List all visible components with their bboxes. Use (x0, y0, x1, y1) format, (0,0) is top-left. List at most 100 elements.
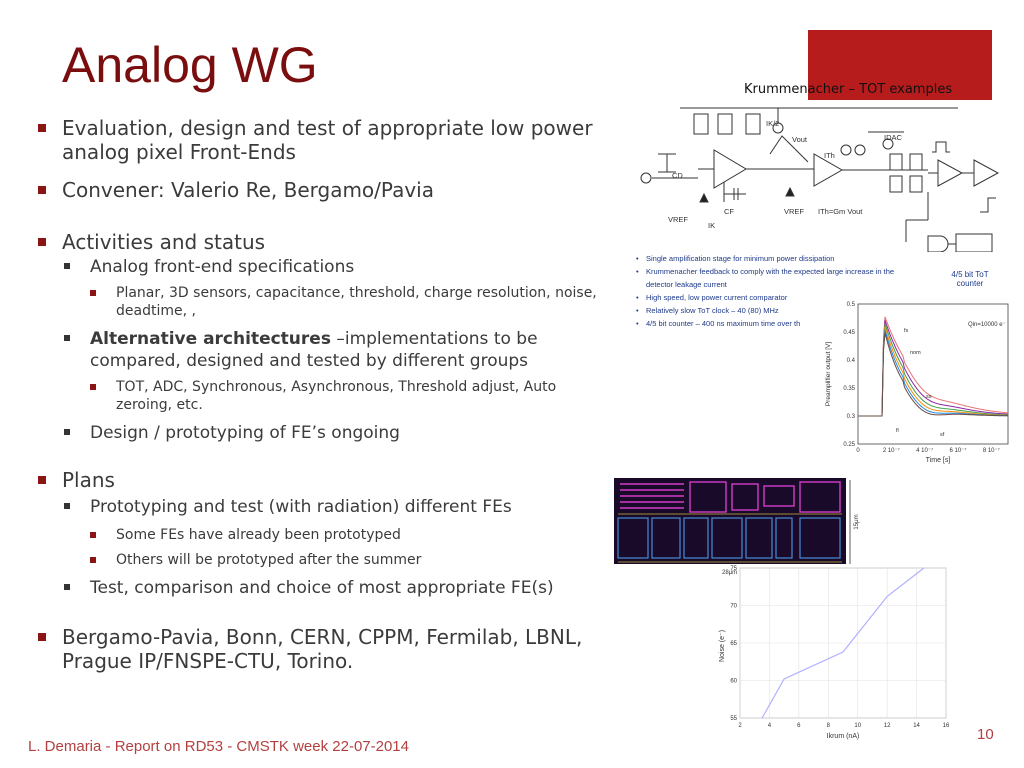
bullet-text: Planar, 3D sensors, capacitance, thresho… (116, 285, 597, 319)
krummenacher-schematic: IK/2 Vout IDAC ITh CD CF VREF VREF IK IT… (640, 107, 1000, 252)
y-tick-label: 0.25 (843, 442, 855, 448)
bullet-text: Evaluation, design and test of appropria… (62, 116, 593, 164)
accent-block (808, 30, 992, 100)
y-tick-label: 70 (730, 604, 737, 610)
bullet-marker (64, 584, 70, 590)
label-cf: CF (724, 207, 734, 216)
subbullet-design: Design / prototyping of FE’s ongoing (64, 422, 598, 444)
bullet-text: Plans (62, 468, 115, 492)
y-ticks: 0.25 0.3 0.35 0.4 0.45 0.5 (843, 302, 855, 448)
pulse-curve (858, 332, 1008, 417)
bullet-bold-text: Alternative architectures (90, 329, 331, 349)
bullet-list: Evaluation, design and test of appropria… (38, 116, 598, 673)
y-tick-label: 60 (730, 679, 737, 685)
bullet-marker (90, 557, 96, 563)
bullet-plans: Plans (38, 468, 598, 492)
x-axis-label: Ikrum (nA) (827, 733, 860, 740)
bullet-text: Activities and status (62, 230, 266, 254)
bullet-convener: Convener: Valerio Re, Bergamo/Pavia (38, 178, 598, 202)
curve-label-fs: fs (904, 328, 909, 334)
x-tick-label: 4 (768, 723, 772, 729)
subsubbullet-tot: TOT, ADC, Synchronous, Asynchronous, Thr… (90, 378, 598, 414)
y-axis-label: Noise (e⁻) (719, 630, 726, 662)
note-item: 4/5 bit counter – 400 ns maximum time ov… (636, 317, 916, 330)
bullet-activities: Activities and status (38, 230, 598, 254)
x-tick-label: 2 (738, 723, 742, 729)
fe-layout-image: 15μm (614, 478, 860, 564)
label-ith: ITh (824, 151, 835, 160)
bullet-text: Convener: Valerio Re, Bergamo/Pavia (62, 178, 434, 202)
note-item: Krummenacher feedback to comply with the… (636, 265, 916, 291)
bullet-text: Design / prototyping of FE’s ongoing (90, 423, 400, 443)
label-ik: IK (708, 221, 715, 230)
layout-background (614, 478, 846, 564)
label-ith-gm: ITh=Gm Vout (818, 207, 863, 216)
bullet-evaluation: Evaluation, design and test of appropria… (38, 116, 598, 164)
bullet-marker (38, 186, 46, 194)
curve-label-nom: nom (910, 350, 921, 356)
y-tick-label: 0.4 (847, 358, 856, 364)
y-tick-label: 0.35 (843, 386, 855, 392)
bullet-text: Others will be prototyped after the summ… (116, 552, 422, 568)
page-number: 10 (977, 726, 994, 743)
dimension-horizontal: 28μm (722, 570, 738, 576)
x-tick-label: 6 (797, 723, 801, 729)
note-item: Relatively slow ToT clock – 40 (80) MHz (636, 304, 916, 317)
subbullet-test: Test, comparison and choice of most appr… (64, 577, 598, 599)
bullet-text: TOT, ADC, Synchronous, Asynchronous, Thr… (116, 379, 557, 413)
bullet-marker (64, 263, 70, 269)
x-tick-label: 10 (854, 723, 861, 729)
x-tick-label: 8 (827, 723, 831, 729)
label-vref-2: VREF (784, 207, 804, 216)
label-idac: IDAC (884, 133, 903, 142)
x-tick-label: 14 (913, 723, 920, 729)
label-ik2: IK/2 (766, 119, 779, 128)
x-tick-label: 16 (943, 723, 950, 729)
note-item: High speed, low power current comparator (636, 291, 916, 304)
x-axis-label: Time [s] (926, 457, 951, 464)
x-tick-label: 8 10⁻⁷ (983, 447, 1000, 454)
y-tick-label: 65 (730, 641, 737, 647)
schematic-caption: Krummenacher – TOT examples (744, 82, 953, 97)
subsubbullet-others: Others will be prototyped after the summ… (90, 551, 598, 569)
bullet-text: –implementations to be compared, designe… (90, 329, 538, 371)
bullet-text: Bergamo-Pavia, Bonn, CERN, CPPM, Fermila… (62, 625, 583, 673)
subbullet-alternative: Alternative architectures –implementatio… (64, 328, 598, 372)
schematic-notes: Single amplification stage for minimum p… (636, 252, 916, 330)
bullet-marker (90, 384, 96, 390)
bullet-text: Some FEs have already been prototyped (116, 527, 401, 543)
bullet-marker (38, 476, 46, 484)
x-tick-label: 0 (856, 448, 860, 454)
y-tick-label: 0.3 (847, 414, 856, 420)
subbullet-prototyping: Prototyping and test (with radiation) di… (64, 496, 598, 518)
subbullet-specifications: Analog front-end specifications (64, 256, 598, 278)
y-tick-label: 0.45 (843, 330, 855, 336)
label-vout: Vout (792, 135, 808, 144)
label-cd: CD (672, 171, 683, 180)
page-title: Analog WG (62, 37, 318, 93)
bullet-marker (90, 290, 96, 296)
subsubbullet-some-fes: Some FEs have already been prototyped (90, 526, 598, 544)
y-tick-label: 75 (730, 566, 737, 572)
subsubbullet-planar: Planar, 3D sensors, capacitance, thresho… (90, 284, 598, 320)
y-tick-label: 0.5 (847, 302, 856, 308)
bullet-marker (64, 429, 70, 435)
bullet-text: Test, comparison and choice of most appr… (90, 578, 554, 598)
plot-frame (857, 303, 1009, 445)
bullet-marker (64, 335, 70, 341)
grid (739, 567, 947, 719)
noise-series-line (761, 567, 925, 719)
bullet-marker (64, 503, 70, 509)
curve-label-ss: ss (926, 394, 932, 400)
x-tick-label: 4 10⁻⁷ (916, 447, 933, 454)
pulse-curves (858, 316, 1009, 417)
bullet-text: Prototyping and test (with radiation) di… (90, 497, 512, 517)
bullet-marker (90, 532, 96, 538)
x-tick-label: 2 10⁻⁷ (883, 447, 900, 454)
bullet-groups: Bergamo-Pavia, Bonn, CERN, CPPM, Fermila… (38, 625, 598, 673)
